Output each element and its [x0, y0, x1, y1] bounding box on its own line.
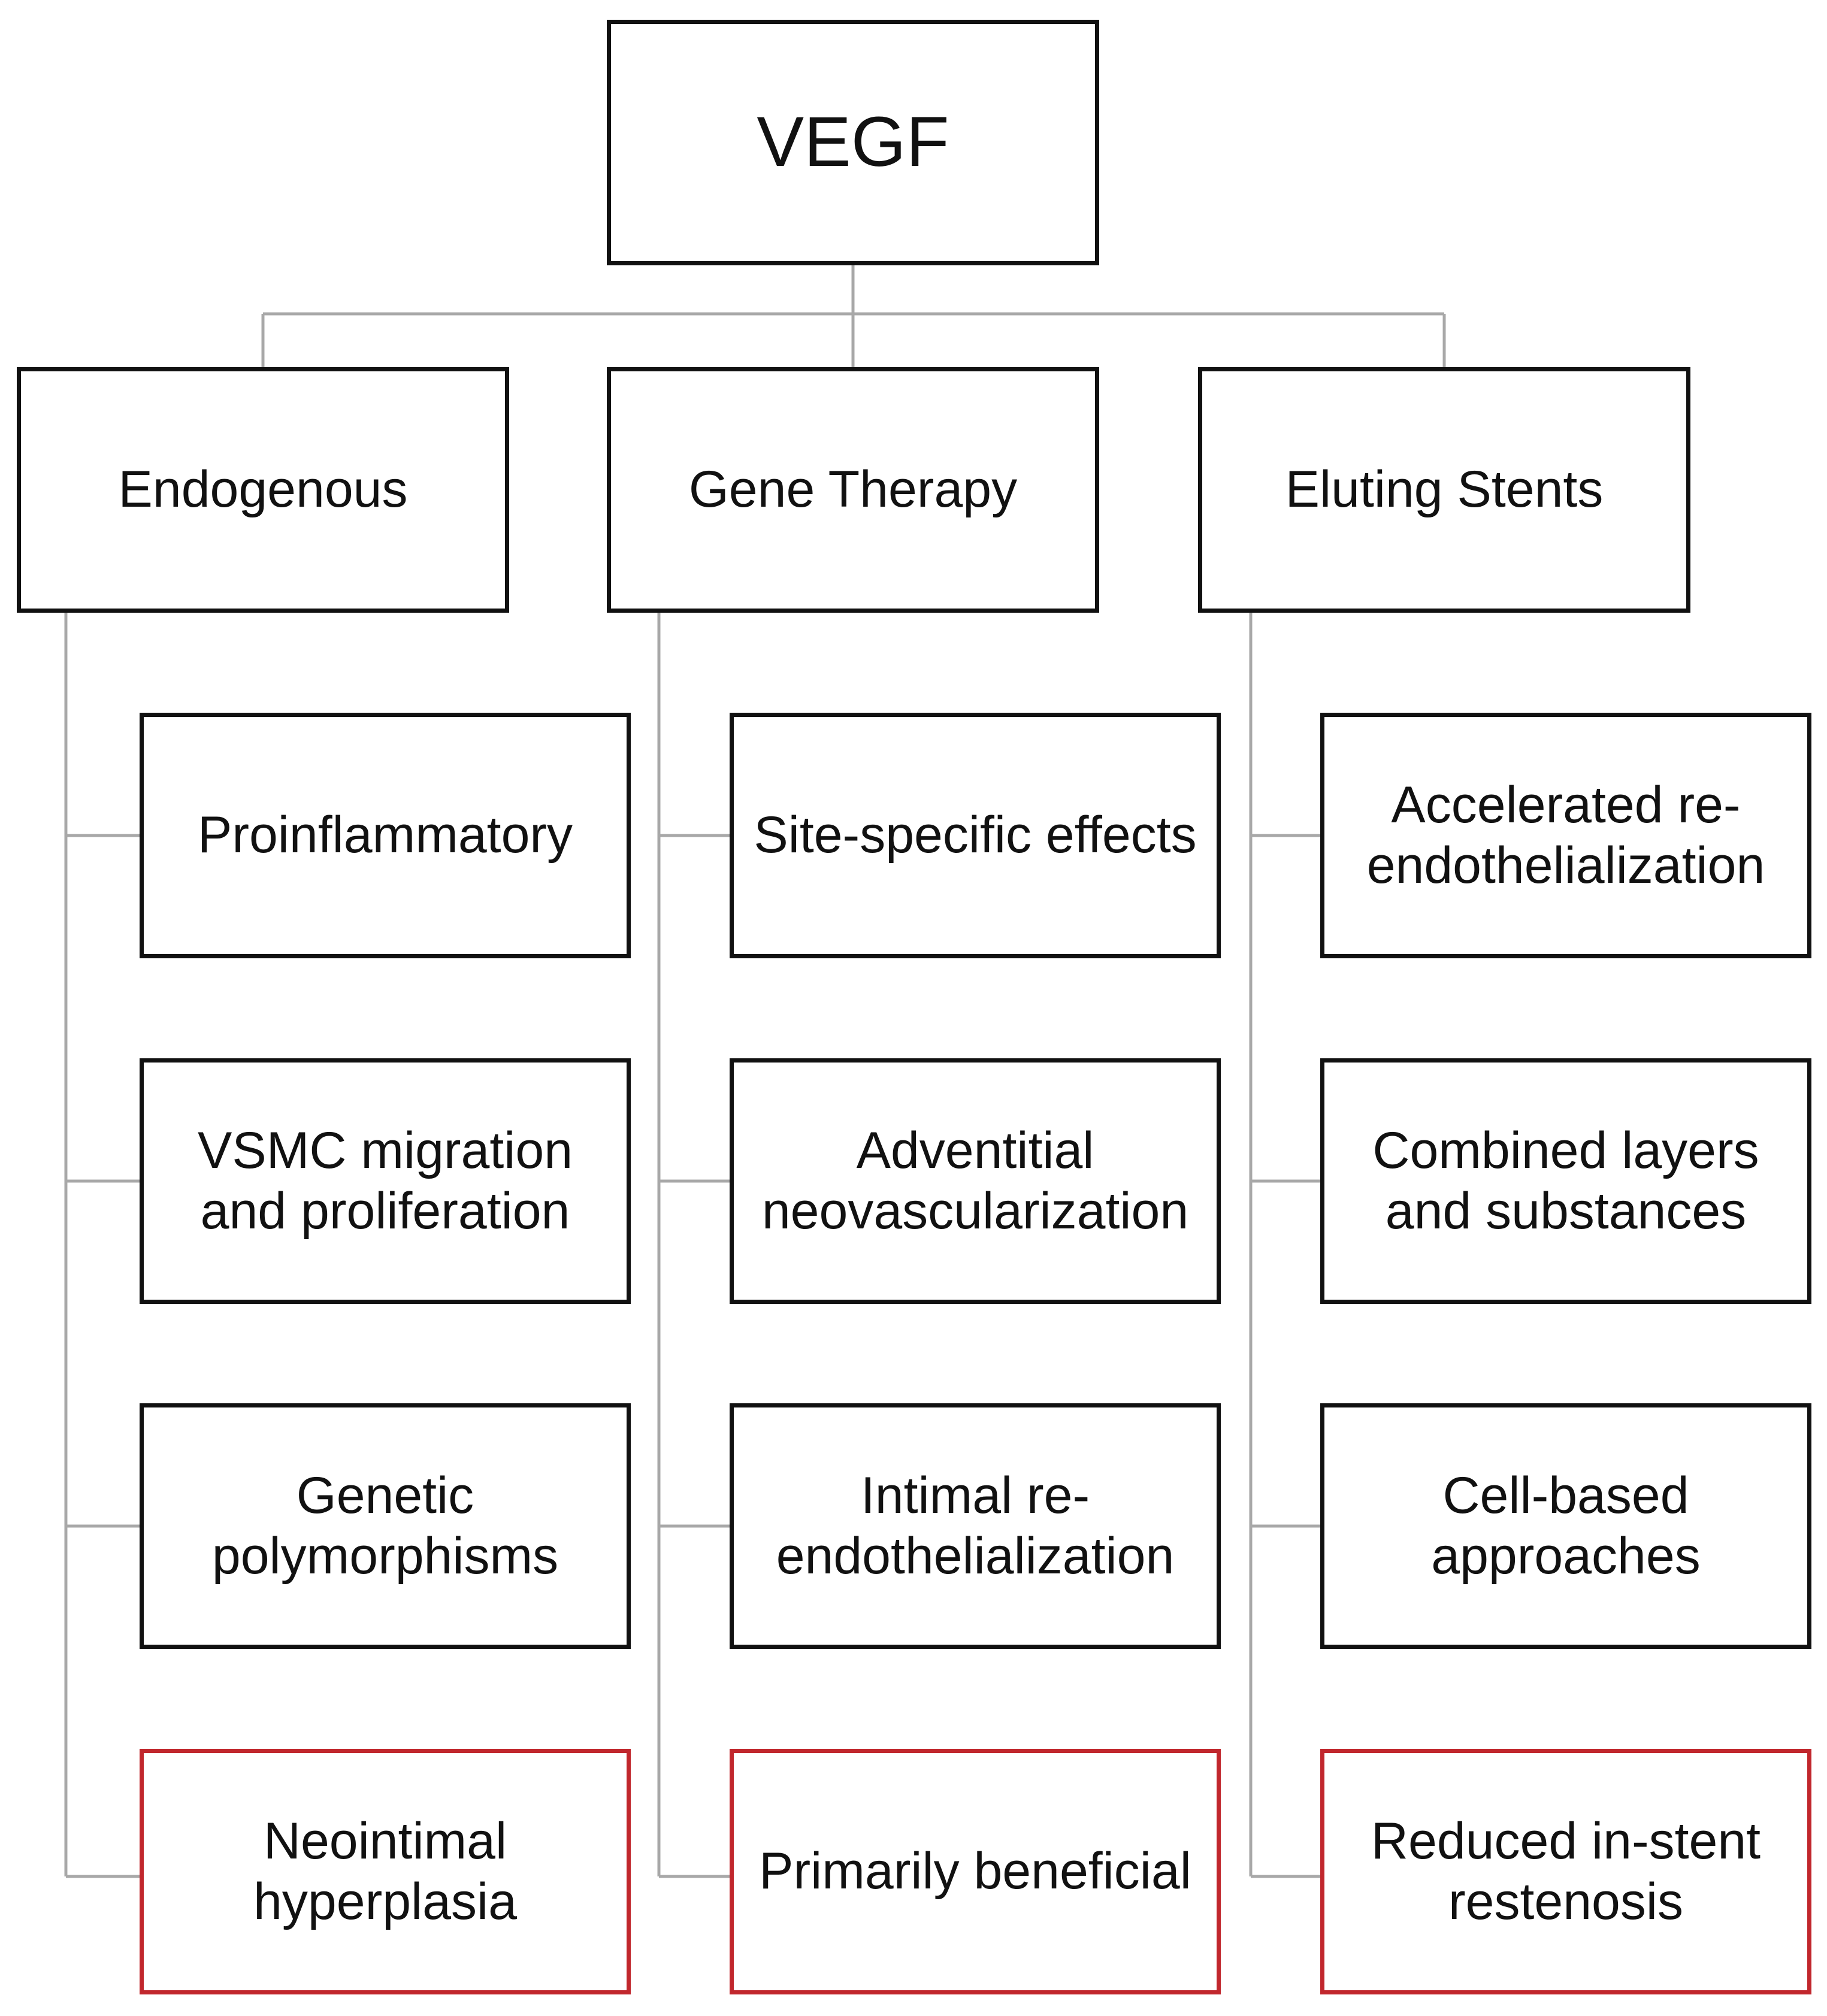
eluting-stents-item-box: Combined layers and substances	[1320, 1058, 1811, 1304]
gene-therapy-item-box: Site-specific effects	[730, 713, 1221, 958]
item-label: Intimal re- endothelialization	[776, 1466, 1175, 1585]
item-label: Cell-based approaches	[1431, 1466, 1701, 1585]
outcome-label: Reduced in-stent restenosis	[1371, 1812, 1761, 1930]
gene-therapy-item-box: Adventitial neovascularization	[730, 1058, 1221, 1304]
category-node-endogenous: Endogenous	[17, 367, 509, 613]
item-label: Combined layers and substances	[1372, 1121, 1759, 1240]
category-node-eluting-stents: Eluting Stents	[1198, 367, 1690, 613]
item-label: VSMC migration and proliferation	[197, 1121, 573, 1240]
root-node-box: VEGF	[607, 20, 1099, 265]
item-label: Adventitial neovascularization	[761, 1121, 1189, 1240]
category-label: Eluting Stents	[1285, 461, 1604, 519]
endogenous-outcome-box: Neointimal hyperplasia	[140, 1749, 631, 1994]
category-node-gene-therapy: Gene Therapy	[607, 367, 1099, 613]
eluting-stents-item-box: Cell-based approaches	[1320, 1403, 1811, 1649]
category-label: Gene Therapy	[688, 461, 1018, 519]
root-node-label: VEGF	[757, 102, 949, 182]
endogenous-item-box: Genetic polymorphisms	[140, 1403, 631, 1649]
item-label: Site-specific effects	[754, 806, 1197, 864]
eluting-stents-item-box: Accelerated re- endothelialization	[1320, 713, 1811, 958]
endogenous-item-box: VSMC migration and proliferation	[140, 1058, 631, 1304]
outcome-label: Primarily beneficial	[759, 1842, 1191, 1900]
endogenous-item-box: Proinflammatory	[140, 713, 631, 958]
gene-therapy-outcome-box: Primarily beneficial	[730, 1749, 1221, 1994]
gene-therapy-item-box: Intimal re- endothelialization	[730, 1403, 1221, 1649]
eluting-stents-outcome-box: Reduced in-stent restenosis	[1320, 1749, 1811, 1994]
item-label: Accelerated re- endothelialization	[1366, 776, 1765, 894]
outcome-label: Neointimal hyperplasia	[253, 1812, 517, 1930]
item-label: Proinflammatory	[197, 806, 573, 864]
item-label: Genetic polymorphisms	[211, 1466, 559, 1585]
category-label: Endogenous	[118, 461, 408, 519]
